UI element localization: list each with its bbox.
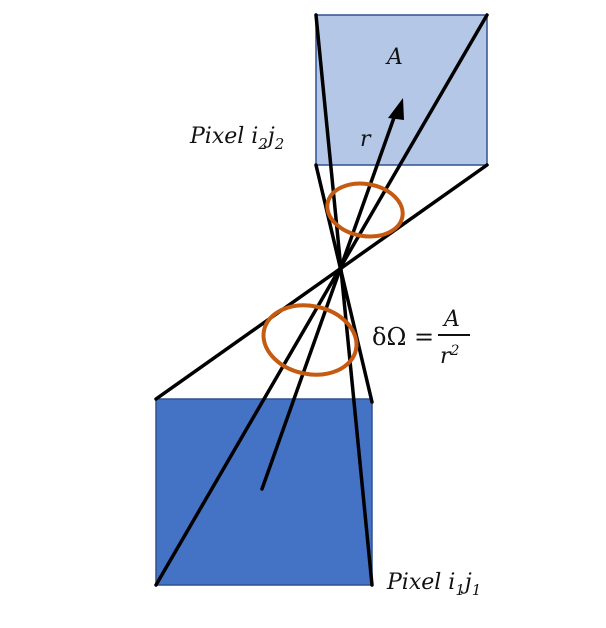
formula-denominator-exp: 2 xyxy=(450,343,460,359)
arrowhead-icon xyxy=(388,98,404,120)
top-pixel-square xyxy=(315,14,488,166)
pixel-bottom-sub1: 1 xyxy=(455,581,465,599)
upper-solid-angle-ellipse xyxy=(325,181,405,239)
formula-denominator: r2 xyxy=(440,343,460,369)
pixel-bottom-prefix: Pixel i xyxy=(386,570,455,595)
formula-denominator-base: r xyxy=(440,344,452,369)
pixel-top-prefix: Pixel i xyxy=(189,124,258,149)
formula-numerator: A xyxy=(442,307,460,332)
radius-label: r xyxy=(360,127,372,152)
pixel-top-sub1: 2 xyxy=(257,135,268,153)
ray-top-left-to-bottom-right xyxy=(314,13,374,587)
pixel-bottom-sub2: 1 xyxy=(472,581,482,599)
pixel-top-sub2: 2 xyxy=(274,135,285,153)
radius-vector-line xyxy=(260,110,398,491)
ray-top-left-lower-to-bottom-right xyxy=(314,163,374,404)
lower-solid-angle-ellipse xyxy=(261,303,359,377)
bottom-pixel-square xyxy=(155,398,373,586)
area-label: A xyxy=(385,45,403,70)
pixel-top-label: Pixel i2j2 xyxy=(189,124,284,153)
ray-bottom-corner-to-top-corner xyxy=(154,13,489,587)
solid-angle-formula: δΩ = A r2 xyxy=(372,307,470,369)
ray-bottom-left-to-top-right xyxy=(154,163,489,401)
pixel-bottom-label: Pixel i1j1 xyxy=(386,570,481,599)
formula-lhs: δΩ = xyxy=(372,323,434,351)
